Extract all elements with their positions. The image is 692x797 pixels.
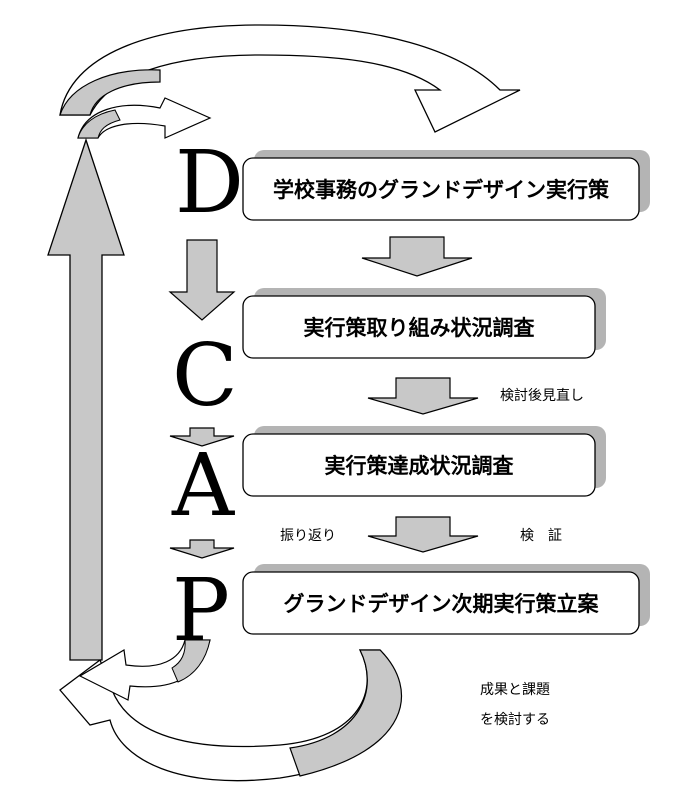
down-arrow-box-2: [367, 377, 479, 415]
down-arrow-c-a: [169, 427, 235, 447]
small-loop-arrow-band: [77, 109, 121, 139]
bottom-loop-arrow-band: [171, 639, 211, 683]
box-plan: [242, 571, 640, 635]
small-loop-arrow: [77, 97, 212, 139]
note-results-line1: 成果と課題: [480, 682, 550, 698]
box-plan-label: グランドデザイン次期実行策立案: [284, 592, 600, 616]
top-curved-arrow-band: [59, 69, 161, 116]
letter-a: A: [171, 436, 235, 536]
down-arrow-box-1: [361, 236, 473, 277]
top-curved-arrow: [59, 24, 521, 133]
note-results-line2: を検討する: [480, 712, 550, 728]
box-do: [242, 157, 640, 221]
box-check-label: 実行策取り組み状況調査: [304, 316, 535, 340]
down-arrow-d-c: [168, 239, 236, 321]
note-reflect: 振り返り: [280, 528, 336, 544]
note-verify: 検 証: [520, 528, 562, 544]
box-act: [242, 433, 596, 497]
down-arrow-a-p: [169, 539, 235, 559]
bottom-curved-arrow-band: [289, 649, 402, 777]
letter-p: P: [172, 561, 230, 661]
box-act-label: 実行策達成状況調査: [325, 454, 514, 478]
box-do-label: 学校事務のグランドデザイン実行策: [273, 178, 610, 202]
left-up-arrow: [47, 137, 125, 661]
note-review: 検討後見直し: [500, 387, 584, 404]
letter-c: C: [172, 326, 238, 426]
letter-d: D: [175, 133, 244, 233]
box-check: [242, 295, 596, 359]
down-arrow-box-3: [367, 516, 479, 553]
